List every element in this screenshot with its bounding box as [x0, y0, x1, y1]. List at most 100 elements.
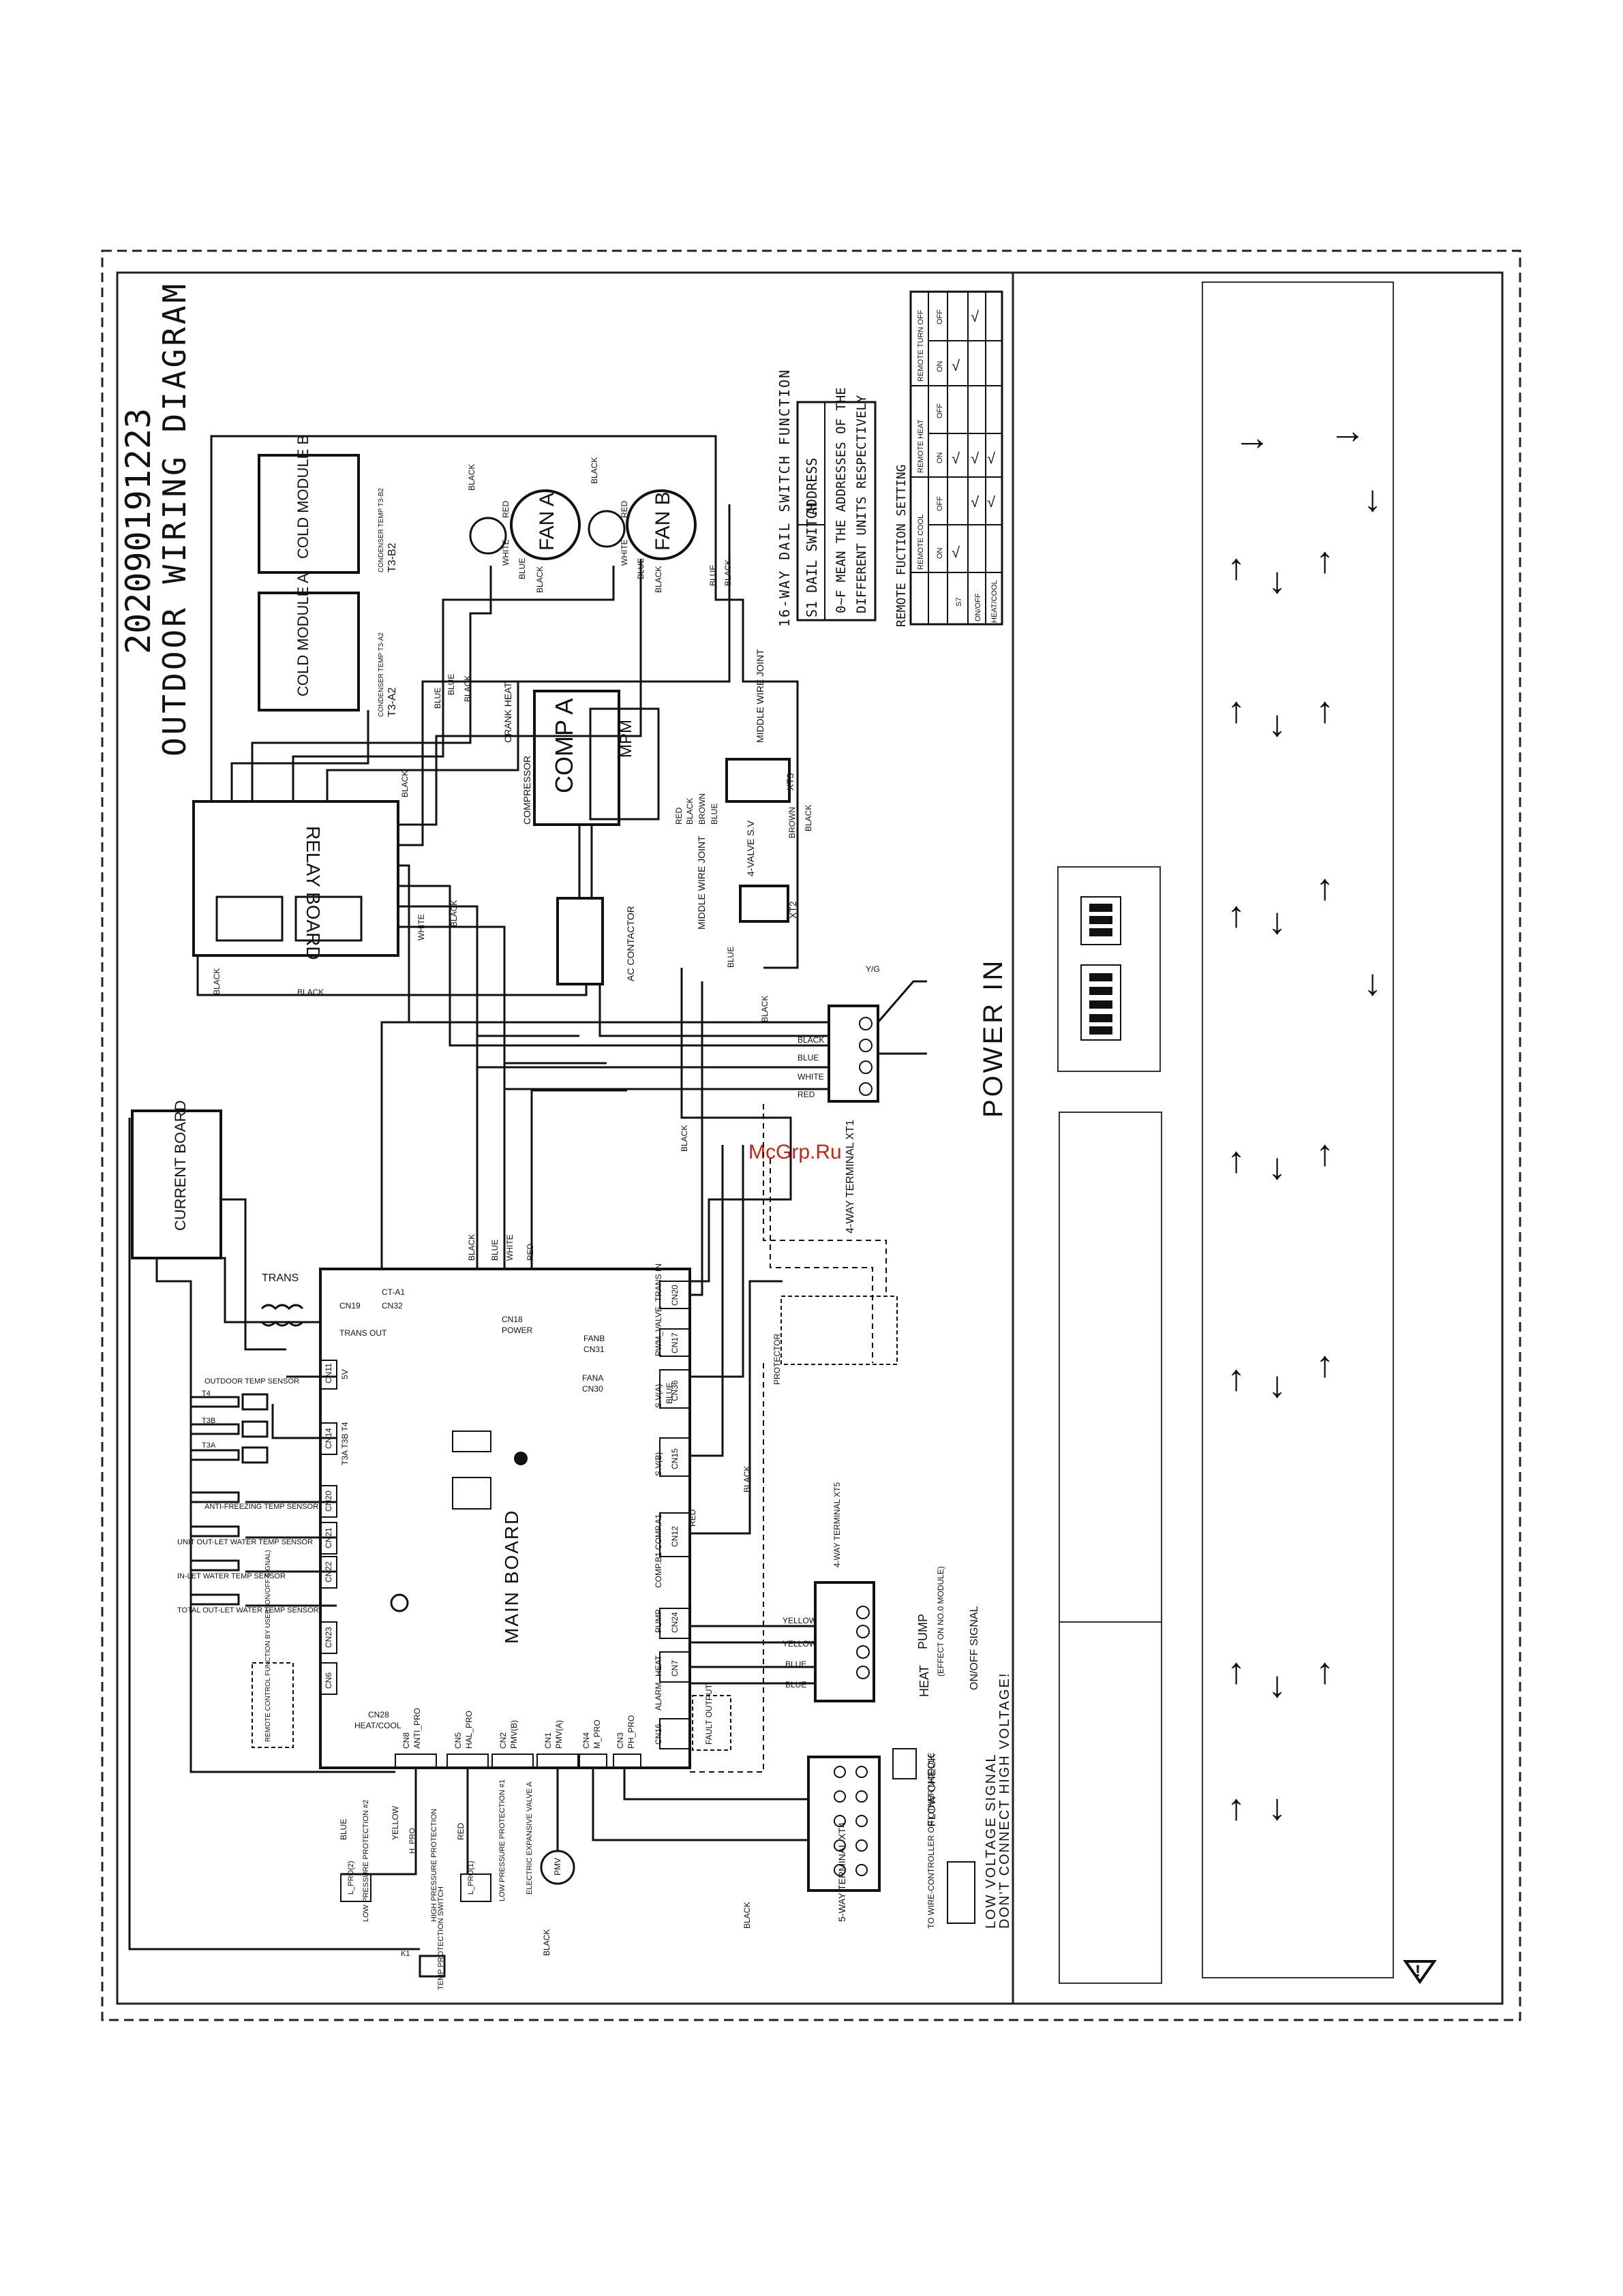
svg-text:CN5: CN5	[453, 1732, 463, 1749]
svg-text:TRANS IN: TRANS IN	[654, 1264, 663, 1302]
svg-text:OFF: OFF	[936, 403, 944, 418]
svg-text:4-WAY TERMINAL XT1: 4-WAY TERMINAL XT1	[845, 1120, 856, 1234]
svg-text:T3A: T3A	[202, 1441, 216, 1450]
svg-text:REMOTE TURN OFF: REMOTE TURN OFF	[917, 309, 925, 382]
remote-control-box	[252, 1662, 294, 1748]
svg-text:CN3: CN3	[616, 1732, 625, 1749]
svg-text:TRANS: TRANS	[262, 1272, 299, 1284]
svg-text:CN11: CN11	[324, 1363, 333, 1383]
svg-text:T3A T3B T4: T3A T3B T4	[340, 1422, 350, 1465]
svg-text:√: √	[987, 450, 996, 467]
svg-text:BLUE: BLUE	[446, 674, 456, 695]
svg-text:S7: S7	[955, 598, 963, 607]
notes-panel-large	[1202, 281, 1394, 1978]
svg-text:CN1: CN1	[543, 1732, 553, 1749]
svg-text:Y/G: Y/G	[866, 964, 880, 974]
svg-text:COMP.B1 COMP.A1: COMP.B1 COMP.A1	[654, 1514, 663, 1588]
svg-text:T3-B2: T3-B2	[386, 542, 398, 572]
svg-text:ON/OFF SIGNAL: ON/OFF SIGNAL	[969, 1606, 980, 1690]
xt3-joint	[725, 758, 791, 803]
svg-text:5V: 5V	[340, 1369, 350, 1379]
svg-text:CT-A1: CT-A1	[382, 1287, 405, 1297]
svg-text:CN12: CN12	[670, 1526, 680, 1547]
svg-text:BLACK: BLACK	[590, 457, 599, 484]
svg-text:POWER: POWER	[502, 1326, 533, 1335]
notes-panel-small	[1059, 1112, 1162, 1984]
svg-text:WHITE: WHITE	[505, 1234, 515, 1261]
arrow-icon: ↓	[1268, 1787, 1286, 1828]
svg-text:REMOTE COOL: REMOTE COOL	[917, 515, 925, 570]
svg-text:H_PRO: H_PRO	[408, 1828, 416, 1854]
svg-text:HEAT/COOL: HEAT/COOL	[354, 1721, 401, 1730]
svg-text:REMOTE HEAT: REMOTE HEAT	[917, 419, 925, 473]
svg-text:CN4: CN4	[581, 1732, 591, 1749]
svg-text:√: √	[971, 308, 980, 325]
svg-text:!: !	[1415, 1962, 1421, 1980]
svg-text:ADDRESS: ADDRESS	[804, 458, 820, 515]
svg-text:CN19: CN19	[339, 1301, 361, 1311]
arrow-icon: →	[1329, 410, 1366, 451]
arrow-icon: ↑	[1316, 690, 1334, 731]
dip-switch-panel	[1057, 866, 1161, 1072]
svg-text:MIDDLE WIRE JOINT: MIDDLE WIRE JOINT	[696, 836, 707, 930]
svg-text:BLUE: BLUE	[726, 947, 735, 968]
svg-text:REMOTE CONTROL FUNCTION BY USE: REMOTE CONTROL FUNCTION BY USER (ON/OFF …	[264, 1550, 272, 1742]
svg-text:TRANS OUT: TRANS OUT	[339, 1328, 387, 1338]
svg-text:CN7: CN7	[670, 1660, 680, 1677]
svg-text:RED: RED	[688, 1509, 697, 1527]
svg-text:BLUE: BLUE	[785, 1659, 806, 1669]
svg-text:BLACK: BLACK	[449, 900, 459, 927]
svg-text:RED: RED	[501, 500, 511, 518]
svg-text:T3B: T3B	[202, 1417, 215, 1425]
svg-text:CN17: CN17	[670, 1332, 680, 1353]
xt2-joint	[739, 885, 789, 923]
arrow-icon: ↓	[1268, 1146, 1286, 1187]
svg-text:BLACK: BLACK	[742, 1466, 752, 1493]
svg-text:TOTAL OUT-LET WATER TEMP SENSO: TOTAL OUT-LET WATER TEMP SENSOR	[177, 1606, 319, 1614]
svg-text:RED: RED	[798, 1090, 815, 1099]
svg-text:HIGH PRESSURE PROTECTION: HIGH PRESSURE PROTECTION	[430, 1809, 438, 1922]
arrow-icon: ↑	[1316, 1344, 1334, 1385]
svg-text:CN15: CN15	[670, 1448, 680, 1469]
relay-board	[192, 800, 399, 957]
svg-text:ALARM: ALARM	[654, 1683, 663, 1711]
svg-text:CN36: CN36	[670, 1380, 680, 1401]
svg-text:MIDDLE WIRE JOINT: MIDDLE WIRE JOINT	[755, 649, 765, 743]
svg-text:ON/OFF: ON/OFF	[974, 593, 982, 622]
svg-text:BLUE: BLUE	[636, 558, 646, 579]
svg-text:4-WAY TERMINAL XT5: 4-WAY TERMINAL XT5	[832, 1482, 842, 1567]
svg-text:BLACK: BLACK	[680, 1125, 689, 1152]
svg-text:ON: ON	[936, 361, 944, 372]
svg-text:LOW VOLTAGE SIGNAL: LOW VOLTAGE SIGNAL	[984, 1753, 999, 1929]
svg-text:BLUE: BLUE	[785, 1680, 806, 1689]
svg-text:OUTDOOR TEMP SENSOR: OUTDOOR TEMP SENSOR	[204, 1377, 299, 1386]
arrow-icon: ↑	[1316, 1651, 1334, 1692]
svg-text:√: √	[952, 544, 960, 561]
svg-text:LOW PRESSURE PROTECTION #1: LOW PRESSURE PROTECTION #1	[498, 1779, 506, 1901]
notes-arrows: ↑ ↓ ↑ ↓ ↑ ↑ ↓ ↑ ↑ ↓ ↑ ↑ ↓ ↑ ↓ ↑ ↓ ↑ ↑ ↓ …	[1227, 410, 1382, 1828]
svg-text:REMOTE FUCTION SETTING: REMOTE FUCTION SETTING	[894, 465, 909, 627]
svg-text:WHITE: WHITE	[620, 539, 629, 566]
svg-text:UNIT OUT-LET WATER TEMP SENSOR: UNIT OUT-LET WATER TEMP SENSOR	[177, 1538, 313, 1546]
svg-text:BLUE: BLUE	[490, 1240, 500, 1261]
svg-text:CN18: CN18	[502, 1315, 523, 1324]
svg-text:CONDENSER TEMP T3-B2: CONDENSER TEMP T3-B2	[378, 488, 385, 572]
svg-text:CN20: CN20	[324, 1490, 333, 1512]
svg-text:FAN B: FAN B	[652, 491, 674, 551]
svg-text:YELLOW: YELLOW	[783, 1639, 817, 1649]
svg-text:PWM_VALVE: PWM_VALVE	[654, 1306, 663, 1356]
svg-text:BLUE: BLUE	[708, 565, 718, 586]
arrow-icon: ↑	[1227, 1651, 1245, 1692]
svg-text:BLACK: BLACK	[798, 1035, 824, 1045]
svg-text:PUMP: PUMP	[916, 1614, 930, 1649]
svg-text:16-WAY DAIL SWITCH FUNCTION: 16-WAY DAIL SWITCH FUNCTION	[776, 369, 793, 627]
svg-text:BROWN: BROWN	[697, 793, 707, 825]
arrow-icon: ↓	[1268, 1364, 1286, 1405]
svg-text:√: √	[971, 493, 980, 510]
svg-text:HAL_PRO: HAL_PRO	[464, 1711, 474, 1749]
svg-text:L_PRO(2): L_PRO(2)	[347, 1861, 355, 1895]
arrow-icon: ↑	[1227, 1787, 1245, 1828]
svg-text:S.V(B): S.V(B)	[654, 1452, 663, 1476]
arrow-icon: →	[1234, 417, 1271, 458]
svg-text:M_PRO: M_PRO	[592, 1719, 602, 1749]
